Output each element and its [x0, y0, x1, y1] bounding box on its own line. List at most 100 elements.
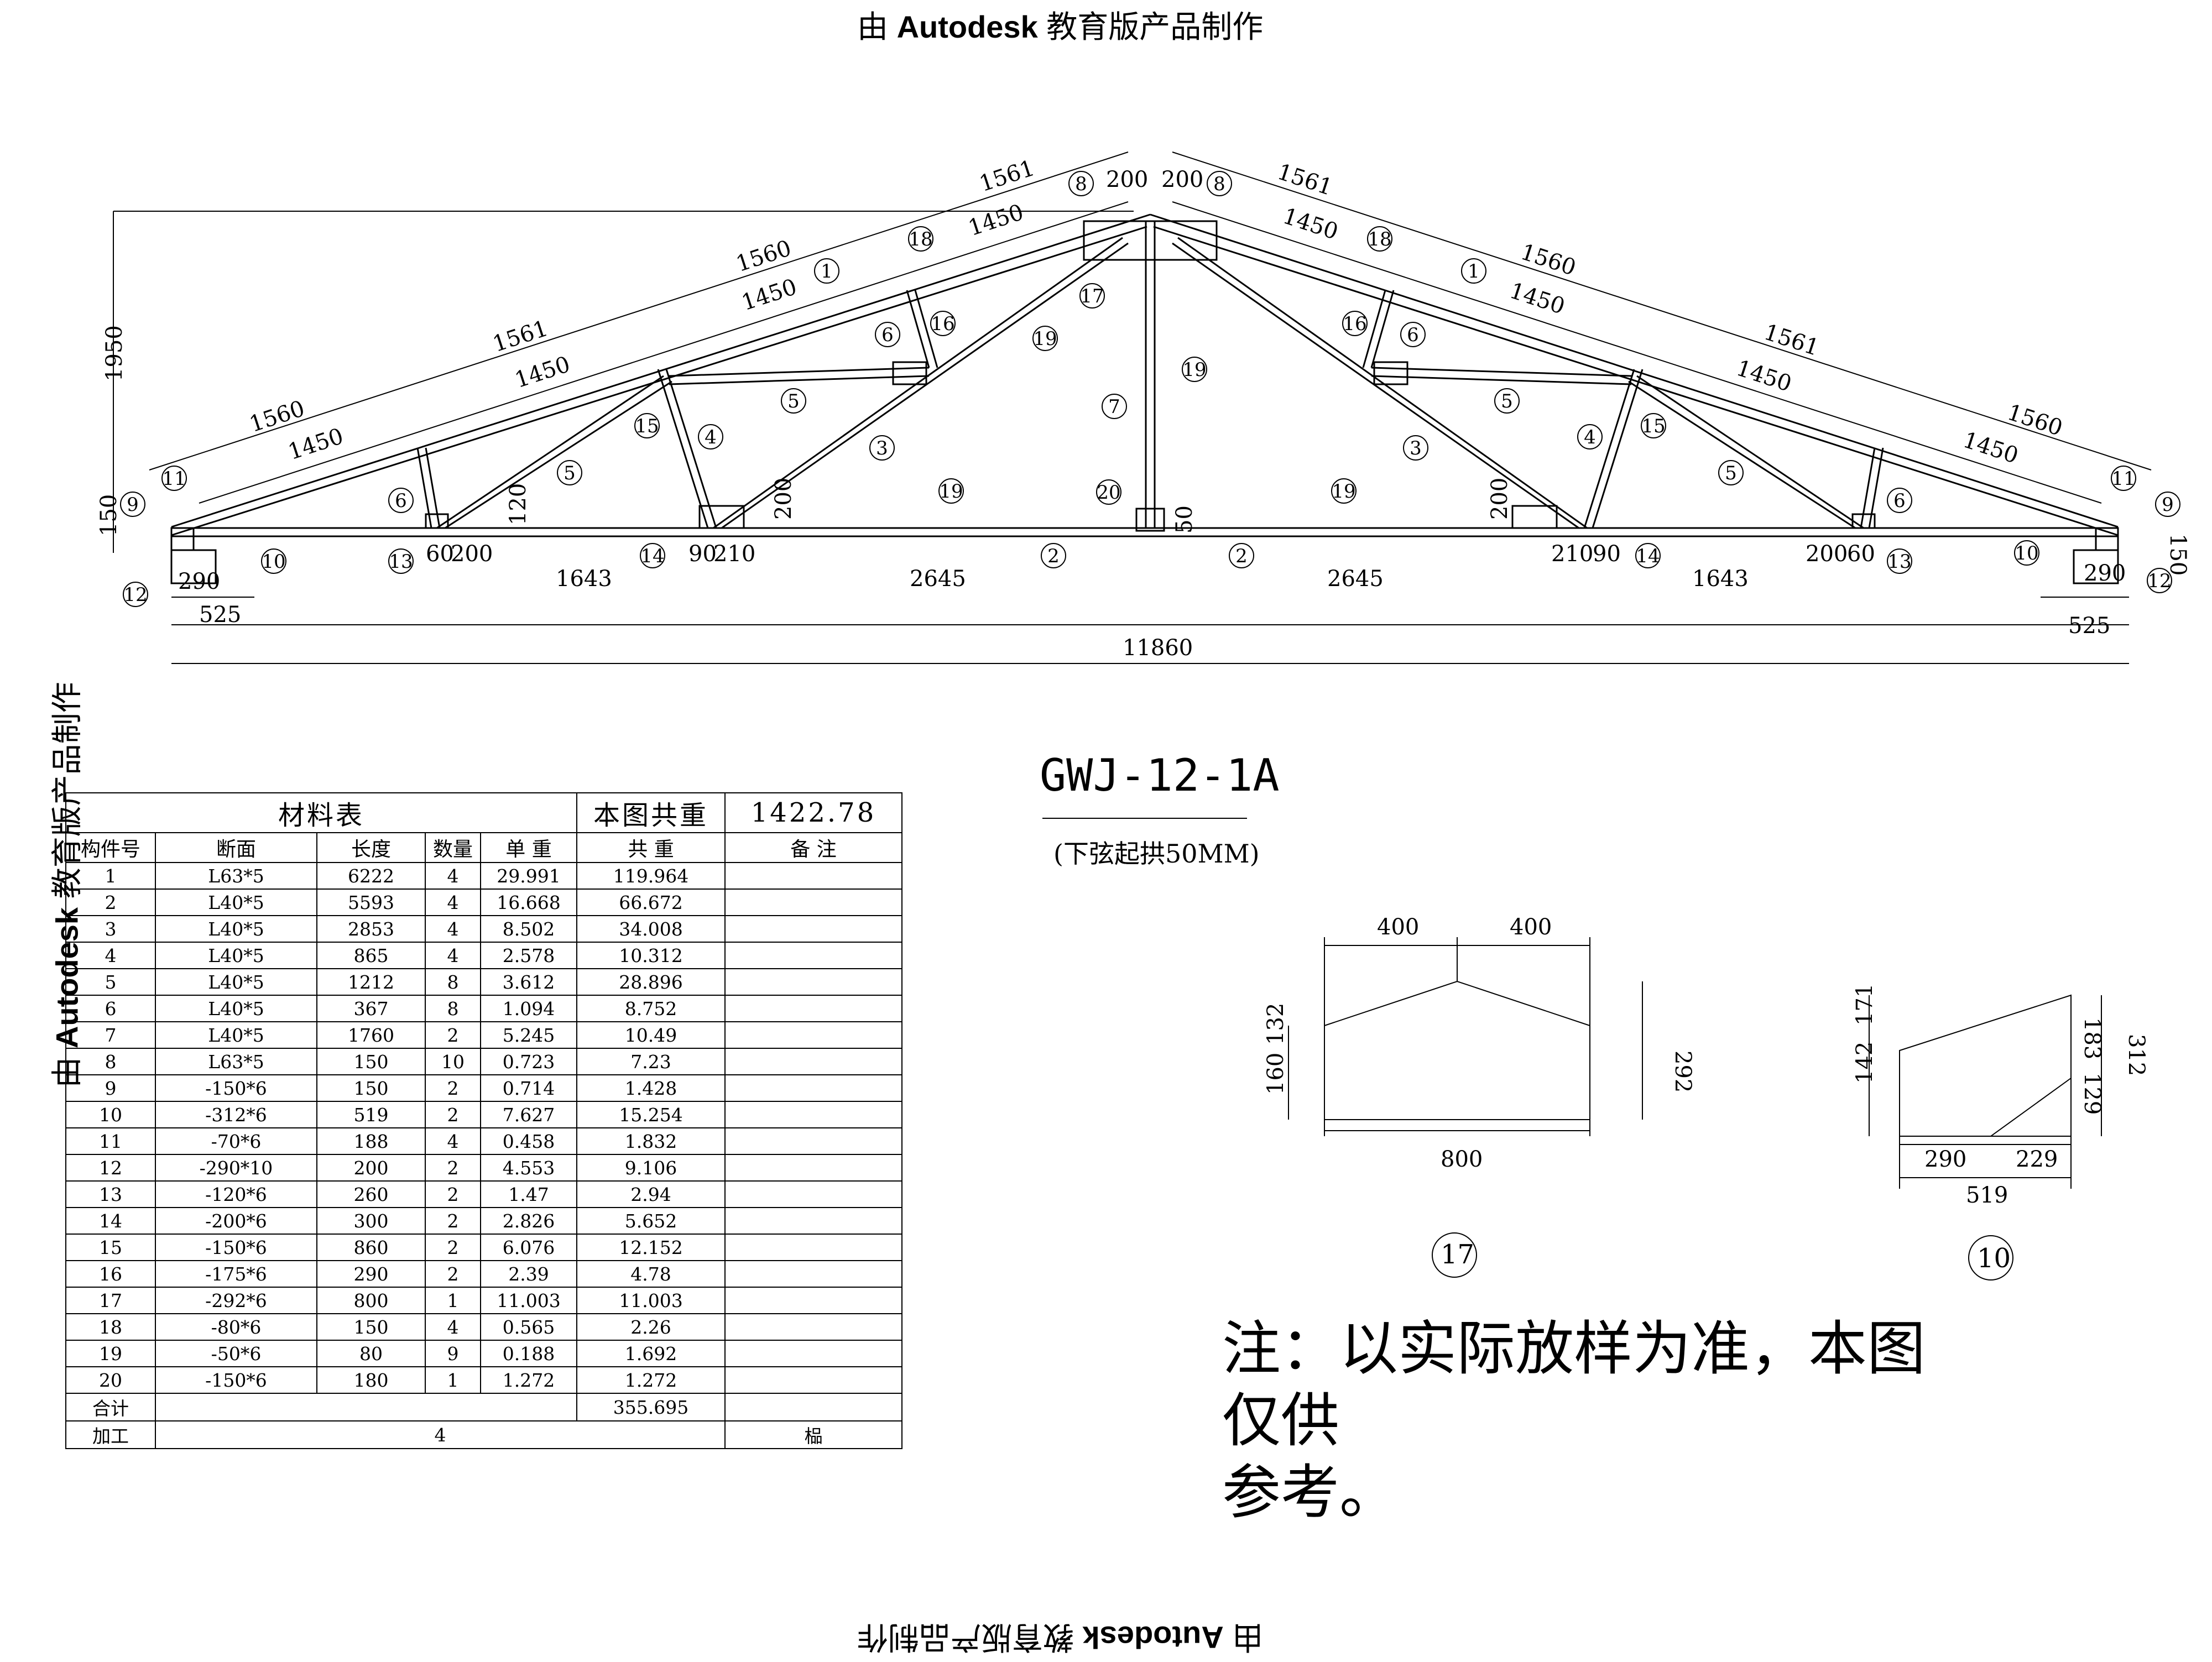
table-cell: 119.964 — [576, 862, 726, 890]
weight-value: 1422.78 — [724, 792, 902, 833]
top-chord-left-inner — [171, 226, 1147, 536]
table-cell: 15 — [65, 1234, 156, 1261]
table-cell: 2 — [425, 1207, 481, 1235]
member-20: 20 — [1097, 482, 1120, 504]
dim-panel-right-3: 1450 — [1733, 356, 1794, 397]
table-cell: 14 — [65, 1207, 156, 1235]
table-cell: -50*6 — [155, 1340, 317, 1367]
detail-10-w1-v: 290 — [1924, 1147, 1966, 1172]
table-cell: L40*5 — [155, 942, 317, 969]
col-header: 备 注 — [724, 832, 902, 863]
member-8-right: 8 — [1213, 173, 1225, 195]
member-1-left: 1 — [821, 260, 833, 283]
dim-top-left-3: 1561 — [489, 316, 551, 357]
table-cell: -175*6 — [155, 1260, 317, 1288]
detail-10-h1: 171 — [1852, 984, 1877, 1026]
table-cell: 6.076 — [480, 1234, 577, 1261]
watermark-top: 由 Autodesk 教育版产品制作 — [857, 9, 1264, 44]
web-4-left-b — [665, 369, 717, 529]
table-cell: -150*6 — [155, 1234, 317, 1261]
note: 注：以实际放样为准，本图仅供 参考。 — [1222, 1313, 1941, 1529]
member-5-right: 5 — [1725, 462, 1737, 484]
member-1-right: 1 — [1468, 260, 1480, 283]
table-cell: 4.78 — [576, 1260, 726, 1288]
member-17: 17 — [1080, 285, 1104, 307]
table-cell: 0.458 — [480, 1127, 577, 1155]
tie-5-right-b — [1371, 375, 1632, 385]
table-cell: 10.49 — [576, 1021, 726, 1049]
table-cell: 18 — [65, 1313, 156, 1341]
col-header: 构件号 — [65, 832, 156, 863]
dim-top-right-3: 1561 — [1761, 320, 1822, 361]
dim-end-left: 150 — [96, 494, 122, 536]
member-3-right: 3 — [1410, 437, 1422, 459]
table-cell: 7 — [65, 1021, 156, 1049]
col-header: 单 重 — [480, 832, 577, 863]
member-10-left: 10 — [262, 551, 285, 573]
member-12-right: 12 — [2147, 570, 2171, 592]
table-cell: 800 — [316, 1287, 426, 1314]
web-4-right — [1592, 369, 1644, 529]
table-cell: -200*6 — [155, 1207, 317, 1235]
table-cell: 200 — [316, 1154, 426, 1182]
table-cell: 8 — [425, 995, 481, 1022]
table-cell: 34.008 — [576, 915, 726, 943]
detail-10-h3: 183 — [2079, 1017, 2105, 1059]
table-cell: 4 — [425, 915, 481, 943]
table-cell: L40*5 — [155, 995, 317, 1022]
dim-height: 1950 — [102, 325, 127, 381]
dim-210-left: 210 — [713, 541, 755, 567]
detail-10 — [1869, 994, 2102, 1281]
table-cell: 11.003 — [480, 1287, 577, 1314]
dim-apex-left: 200 — [1106, 167, 1148, 192]
table-cell — [724, 942, 902, 969]
web-16-left — [906, 290, 930, 368]
table-cell: 1.272 — [576, 1366, 726, 1394]
table-cell: 0.723 — [480, 1048, 577, 1075]
web-3-right — [1177, 237, 1588, 529]
web-16-right — [1370, 290, 1395, 368]
table-cell: L40*5 — [155, 1021, 317, 1049]
process-unit: 榀 — [724, 1420, 902, 1449]
dim-panel-right-1: 1450 — [1280, 203, 1341, 245]
base-plate-right — [2073, 549, 2119, 584]
detail-10-w2: 229 — [2016, 1147, 2058, 1172]
web-16-left-b — [914, 290, 938, 368]
table-cell: 15.254 — [576, 1101, 726, 1128]
detail-10-label: 10 — [1977, 1243, 2011, 1274]
web-6-right — [1868, 447, 1884, 529]
member-12-left: 12 — [123, 584, 147, 606]
table-cell — [724, 1074, 902, 1102]
table-cell: 16.668 — [480, 889, 577, 916]
member-15-right: 15 — [1641, 415, 1665, 437]
table-cell — [724, 1260, 902, 1288]
table-cell: 16 — [65, 1260, 156, 1288]
member-18-left: 18 — [909, 228, 932, 250]
table-cell: 8.752 — [576, 995, 726, 1022]
table-cell — [724, 1207, 902, 1235]
detail-17-label: 17 — [1441, 1239, 1474, 1270]
table-cell: 1.272 — [480, 1366, 577, 1394]
table-cell — [724, 1366, 902, 1394]
table-cell — [724, 1154, 902, 1182]
weight-label: 本图共重 — [576, 792, 726, 833]
dim-200v-left: 200 — [771, 478, 796, 520]
member-callout-circles — [120, 171, 2180, 607]
dim-290-left: 290 — [178, 569, 220, 594]
member-9-left: 9 — [127, 494, 139, 516]
table-cell: 10 — [425, 1048, 481, 1075]
detail-17-h3: 292 — [1670, 1050, 1695, 1093]
member-13-left: 13 — [389, 551, 413, 573]
table-cell: -150*6 — [155, 1074, 317, 1102]
table-cell: 0.714 — [480, 1074, 577, 1102]
